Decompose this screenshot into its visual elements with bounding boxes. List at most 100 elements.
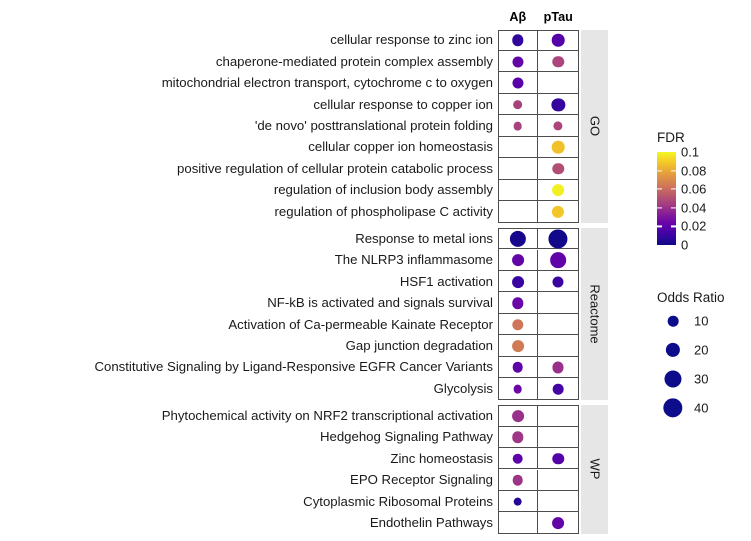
data-point-dot [551,97,565,112]
odds-ratio-legend-dot [665,342,681,358]
data-point-dot [513,497,523,506]
row-label: cellular copper ion homeostasis [308,139,493,155]
odds-ratio-legend-dot [664,370,682,388]
fdr-tick-mark [671,225,676,227]
fdr-tick-label: 0.02 [681,218,707,234]
fdr-tick-mark [671,170,676,172]
odds-ratio-legend-label: 10 [694,313,709,329]
grid-cell [497,426,538,449]
row-label: 'de novo' posttranslational protein fold… [254,118,493,134]
data-point-dot [509,230,526,247]
grid-cell [538,158,579,180]
data-point-dot [512,431,524,444]
grid-cell [538,228,579,250]
data-point-dot [512,318,524,331]
grid-cell [538,180,579,202]
grid-cell [538,30,579,51]
data-point-dot [512,77,524,89]
data-point-dot [512,99,523,110]
panel-strip-reactome: Reactome [581,228,608,400]
grid-cell [497,136,538,159]
row-label: regulation of phospholipase C activity [274,203,493,219]
row-label: Phytochemical activity on NRF2 transcrip… [161,407,493,423]
row-label: positive regulation of cellular protein … [177,160,493,176]
row-label: NF-kB is activated and signals survival [267,295,493,311]
data-point-dot [512,56,524,68]
odds-ratio-legend-label: 20 [694,342,709,358]
data-point-dot [552,383,564,395]
row-label: regulation of inclusion body assembly [273,182,493,198]
fdr-tick-mark [671,188,676,190]
row-label: Activation of Ca-permeable Kainate Recep… [228,316,493,332]
column-header-abeta: Aβ [509,10,527,24]
row-label: Hedgehog Signaling Pathway [319,429,493,445]
fdr-tick-label: 0.04 [681,200,707,216]
grid-cell [497,29,538,51]
row-label: cellular response to zinc ion [330,32,493,48]
data-point-dot [552,163,564,175]
grid-cell [538,137,579,159]
data-point-dot [552,276,564,288]
grid-cell [497,115,538,137]
grid-cell [538,491,579,513]
data-point-dot [548,229,568,249]
data-point-dot [553,121,563,131]
grid-cell [497,335,538,357]
fdr-tick-mark [671,207,676,209]
odds-ratio-legend-dot [663,398,683,418]
data-point-dot [511,254,524,267]
grid-cell [538,271,579,293]
odds-ratio-legend-label: 40 [694,400,709,416]
grid-cell [497,490,538,513]
grid-cell [497,179,538,202]
grid-cell [498,378,538,400]
column-header-ptau: pTau [543,10,573,24]
grid-cell [497,270,538,293]
row-label: Response to metal ions [355,230,493,246]
data-point-dot [512,362,524,373]
row-label: Zinc homeostasis [390,450,493,466]
grid-cell [497,356,538,379]
grid-cell [497,50,538,73]
fdr-tick-mark [657,188,662,190]
grid-cell [497,72,538,94]
data-point-dot [551,141,565,154]
odds-ratio-legend-dot [667,315,679,327]
data-point-dot [512,453,524,465]
panel-strip-label: GO [587,115,602,137]
grid-cell [538,448,579,470]
grid-cell [497,292,538,314]
grid-cell [497,158,538,180]
grid-cell [497,405,538,427]
odds-ratio-legend-title: Odds Ratio [657,290,725,305]
fdr-tick-label: 0 [681,237,689,253]
data-point-dot [552,453,564,465]
panel-grid-wp [497,405,579,534]
data-point-dot [512,34,524,46]
grid-cell [538,405,579,427]
row-label: cellular response to copper ion [313,96,493,112]
grid-cell [538,427,579,449]
panel-grid-go [497,29,579,223]
fdr-legend-title: FDR [657,130,685,145]
grid-cell [497,448,538,470]
data-point-dot [511,275,524,288]
fdr-tick-label: 0.06 [681,181,707,197]
fdr-tick-label: 0.08 [681,163,707,179]
grid-cell [538,51,579,73]
grid-cell [538,335,579,357]
panel-strip-label: Reactome [587,284,602,344]
row-label: Cytoplasmic Ribosomal Proteins [303,493,493,509]
data-point-dot [512,297,524,309]
data-point-dot [552,361,564,373]
fdr-tick-mark [657,225,662,227]
row-label: Glycolysis [433,380,493,396]
data-point-dot [550,252,567,269]
fdr-tick-label: 0.1 [681,144,700,160]
grid-cell [497,93,538,116]
grid-cell [498,512,538,534]
grid-cell [538,94,579,116]
row-label: Endothelin Pathways [369,515,493,531]
